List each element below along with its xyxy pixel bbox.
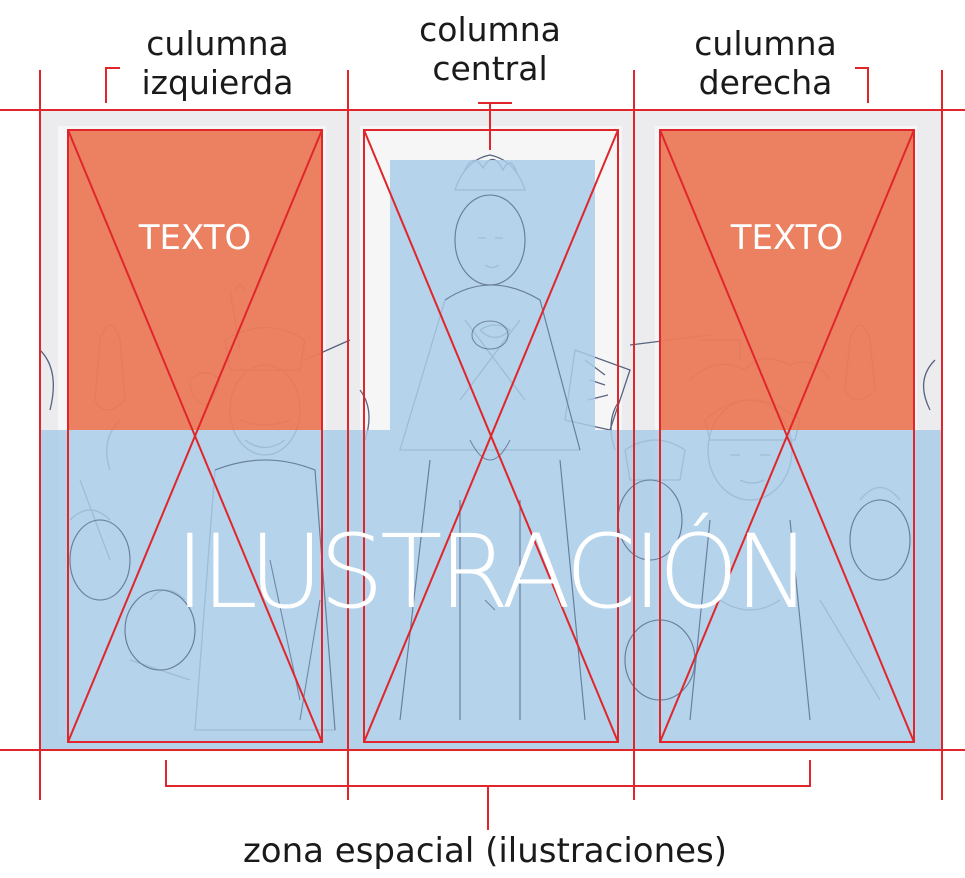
left-column-bracket (105, 67, 120, 103)
center-column-label-line2: central (432, 49, 548, 88)
center-column-label-line1: columna (419, 10, 561, 49)
right-text-block-label: TEXTO (730, 218, 844, 258)
illustration-block-label: ILUSTRACIÓN (174, 513, 811, 632)
center-column-label: columna central (395, 10, 585, 88)
illustration-block-center-top (390, 160, 595, 430)
left-column-label-line2: izquierda (141, 63, 294, 102)
column-frames (67, 129, 915, 743)
left-column-label: culumna izquierda (120, 24, 315, 102)
left-text-block-label: TEXTO (138, 218, 252, 258)
text-block-right (660, 130, 914, 430)
right-column-frame (659, 129, 915, 743)
spatial-zone-label: zona espacial (ilustraciones) (242, 831, 728, 871)
illustration-block-bottom (40, 430, 942, 750)
right-column-label-line1: culumna (694, 24, 837, 63)
right-column-label-line2: derecha (698, 63, 833, 102)
illustration-sketch-overlay (69, 194, 911, 731)
left-column-label-line1: culumna (146, 24, 289, 63)
left-column-frame (67, 129, 323, 743)
guide-lines (0, 67, 965, 830)
right-column-label: culumna derecha (668, 24, 863, 102)
spatial-zone-bracket (165, 760, 811, 787)
text-block-left (68, 130, 322, 430)
right-column-bracket (855, 67, 869, 103)
